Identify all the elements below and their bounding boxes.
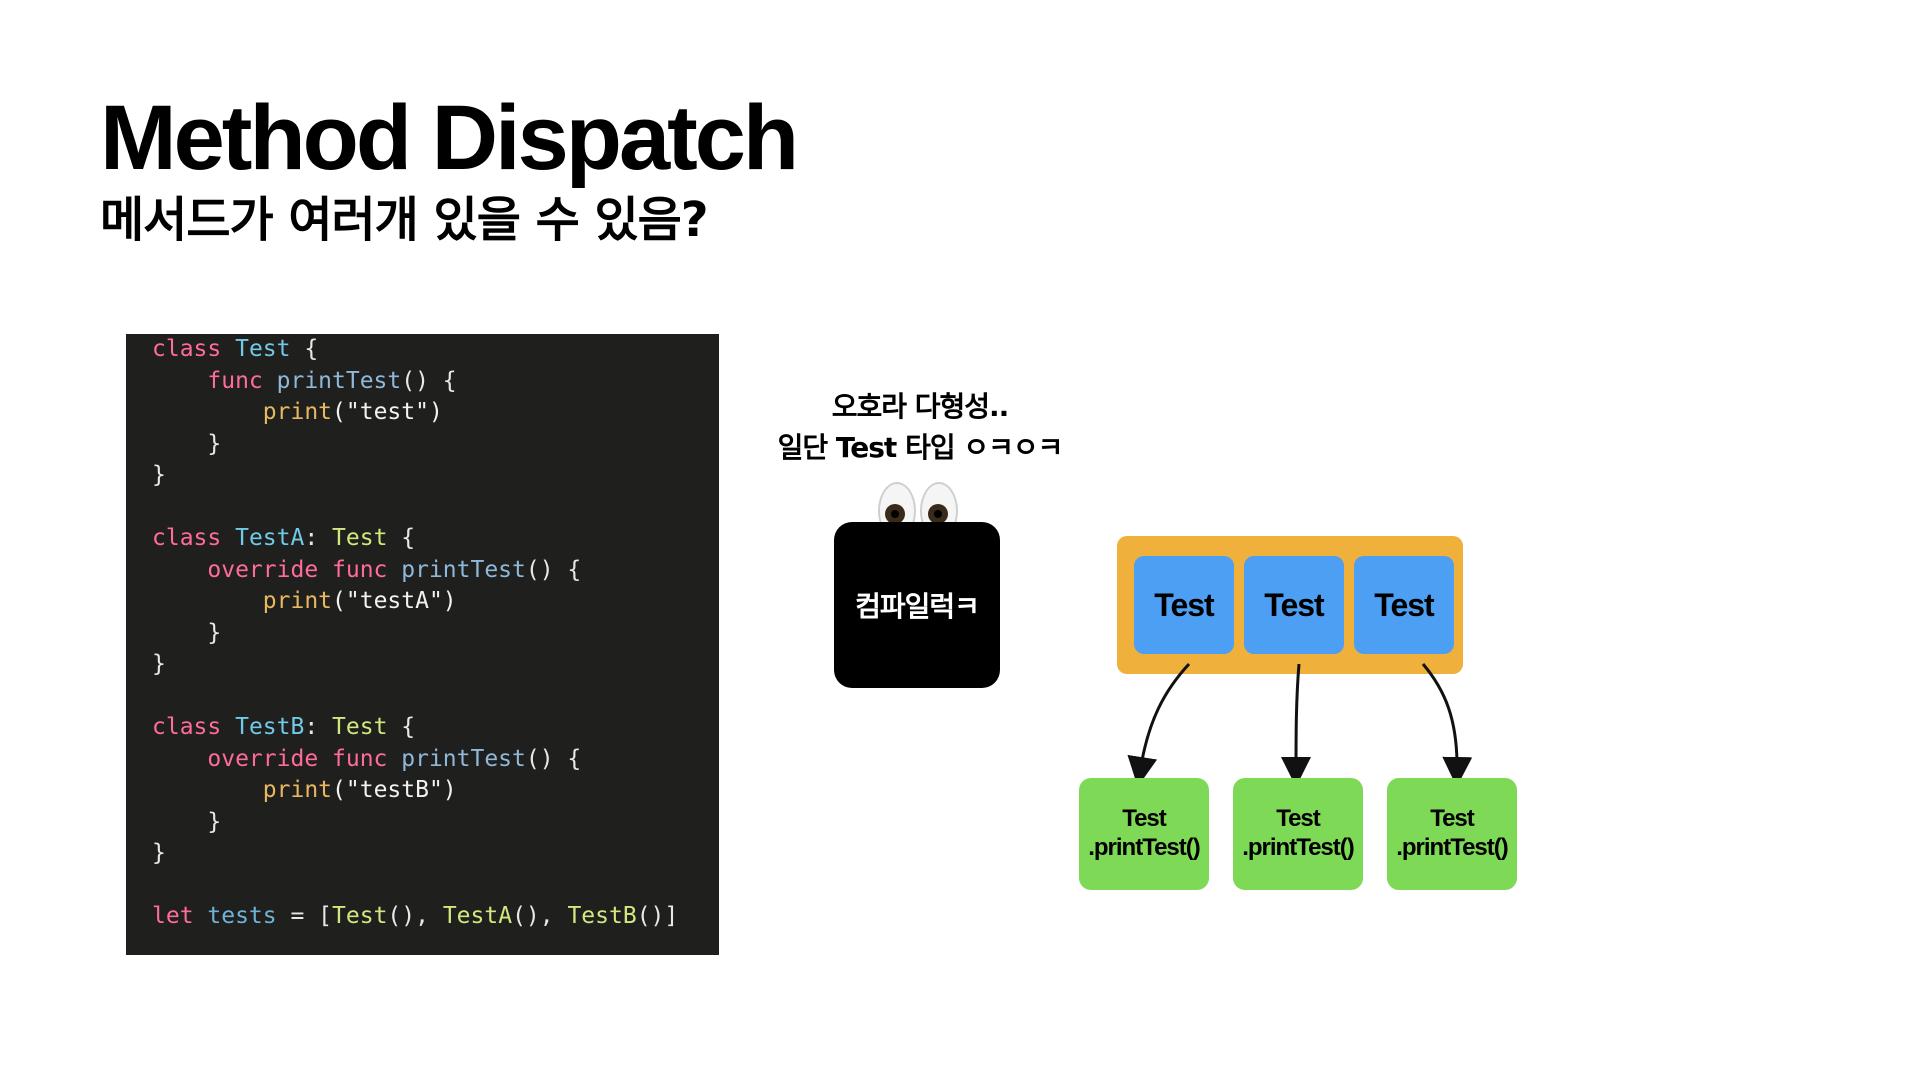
method-box-2: Test .printTest()	[1233, 778, 1363, 890]
code-line: }	[152, 838, 719, 870]
code-line: class TestB: Test {	[152, 712, 719, 744]
code-token	[152, 777, 263, 803]
code-token: }	[152, 430, 222, 457]
code-token: () {	[525, 745, 582, 772]
code-token: }	[152, 462, 166, 488]
code-token: class	[152, 525, 236, 551]
method-1-class: Test	[1122, 805, 1167, 833]
code-token: {	[387, 714, 416, 740]
code-line: }	[152, 429, 719, 461]
code-token: print	[262, 588, 333, 614]
code-token: print	[262, 399, 333, 425]
code-token: {	[387, 525, 416, 551]
code-token: }	[152, 619, 222, 646]
speech-line-1: 오호라 다형성..	[831, 390, 1010, 423]
method-1-name: .printTest()	[1088, 834, 1201, 861]
code-token: override func	[152, 745, 402, 772]
code-line: print("testA")	[152, 586, 719, 618]
code-line: }	[152, 649, 719, 681]
code-token: ()]	[636, 903, 679, 929]
code-token: print	[262, 777, 333, 803]
page-subtitle: 메서드가 여러개 있을 수 있음?	[100, 192, 709, 248]
page-title: Method Dispatch	[100, 87, 799, 189]
method-2-class: Test	[1276, 805, 1321, 833]
code-token: = [	[276, 903, 333, 929]
code-panel: class Test { func printTest() { print("t…	[126, 334, 719, 955]
tests-array: Test Test Test	[1117, 536, 1463, 674]
array-cell-test-2: Test	[1244, 556, 1344, 654]
method-2-name: .printTest()	[1242, 834, 1355, 861]
method-box-3: Test .printTest()	[1387, 778, 1517, 890]
code-line	[152, 492, 719, 524]
code-line: }	[152, 460, 719, 492]
code-token: TestA	[235, 525, 305, 551]
code-token: Test	[332, 903, 388, 929]
code-token: (),	[387, 903, 443, 929]
code-line: func printTest() {	[152, 366, 719, 398]
code-line: }	[152, 618, 719, 650]
arrow-cell-3-to-method-3	[1421, 663, 1473, 787]
code-token: }	[152, 651, 166, 677]
code-token: func	[152, 367, 277, 394]
code-token: ("test")	[332, 399, 443, 425]
code-token: Test	[332, 525, 388, 551]
code-token: () {	[525, 556, 582, 583]
code-token: (),	[512, 903, 568, 929]
code-token: class	[152, 714, 236, 740]
code-line: override func printTest() {	[152, 744, 719, 776]
array-cell-test-1: Test	[1134, 556, 1234, 654]
code-token: }	[152, 808, 222, 835]
code-line	[152, 681, 719, 713]
code-token: let	[152, 903, 208, 929]
code-token: TestB	[235, 714, 305, 740]
code-token: printTest	[401, 556, 526, 583]
code-line: print("testB")	[152, 775, 719, 807]
code-token: :	[304, 525, 333, 551]
code-token: printTest	[401, 745, 526, 772]
code-token: }	[152, 840, 166, 866]
code-token: Test	[332, 714, 388, 740]
code-line: override func printTest() {	[152, 555, 719, 587]
method-box-1: Test .printTest()	[1079, 778, 1209, 890]
code-token: class	[152, 336, 236, 362]
code-token: {	[290, 336, 319, 362]
code-token: override func	[152, 556, 402, 583]
compiler-label: 컴파일럭ㅋ	[855, 590, 980, 623]
code-token	[152, 399, 263, 425]
code-line: let tests = [Test(), TestA(), TestB()]	[152, 901, 719, 933]
code-line: class TestA: Test {	[152, 523, 719, 555]
speech-line-2: 일단 Test 타입 ㅇㅋㅇㅋ	[777, 431, 1064, 464]
compiler-character: 컴파일럭ㅋ	[834, 522, 1000, 688]
method-3-class: Test	[1430, 805, 1475, 833]
code-token: TestA	[442, 903, 513, 929]
code-line: print("test")	[152, 397, 719, 429]
code-token	[152, 588, 263, 614]
code-token: ("testA")	[332, 588, 457, 614]
arrow-cell-2-to-method-2	[1281, 663, 1312, 787]
code-token: Test	[235, 336, 291, 362]
code-token: :	[304, 714, 333, 740]
array-cell-test-3: Test	[1354, 556, 1454, 654]
code-token: ("testB")	[332, 777, 457, 803]
code-token: tests	[207, 903, 277, 929]
code-token: () {	[401, 367, 457, 394]
method-3-name: .printTest()	[1396, 834, 1509, 861]
code-token: TestB	[567, 903, 637, 929]
code-line: class Test {	[152, 334, 719, 366]
code-line: }	[152, 807, 719, 839]
arrow-cell-1-to-method-1	[1127, 662, 1191, 787]
code-line	[152, 870, 719, 902]
code-token: printTest	[276, 367, 402, 394]
